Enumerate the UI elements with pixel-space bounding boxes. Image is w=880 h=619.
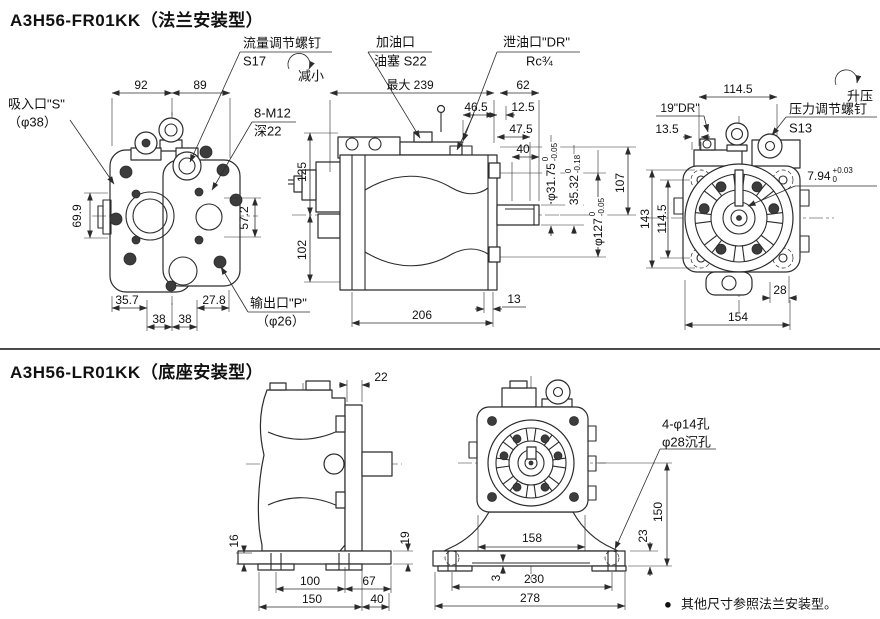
dim-150-right: 150 — [651, 501, 665, 523]
dim-28: 28 — [773, 283, 787, 297]
dim-40: 40 — [516, 142, 530, 156]
dim-114-5-top: 114.5 — [723, 82, 753, 96]
dim-143: 143 — [638, 208, 652, 230]
dim-27-8: 27.8 — [202, 293, 226, 307]
flow-screw-label: 流量调节螺钉 — [243, 35, 322, 51]
front-view-drawing — [92, 112, 258, 305]
dim-38-right: 38 — [178, 312, 192, 326]
dim-46-5: 46.5 — [464, 100, 488, 114]
dim-89: 89 — [193, 78, 207, 92]
rear-view-dimensions — [646, 69, 877, 330]
dim-150-base: 150 — [301, 592, 323, 606]
dim-102: 102 — [295, 239, 309, 261]
dim-57-2: 57.2 — [237, 206, 251, 230]
dim-154: 154 — [727, 310, 749, 324]
dim-3: 3 — [489, 574, 503, 582]
base-front-view-drawing — [432, 376, 627, 583]
note-bullet: ● — [664, 596, 672, 612]
base-section-title: A3H56-LR01KK（底座安装型） — [10, 363, 264, 382]
base-front-view-dimensions — [434, 448, 716, 610]
dim-67: 67 — [362, 574, 376, 588]
dim-35-7: 35.7 — [115, 293, 139, 307]
increase-label: 升压 — [847, 88, 874, 104]
dim-158: 158 — [521, 531, 543, 545]
oil-fill-label: 加油口 — [376, 34, 416, 50]
front-view-dimensions — [69, 51, 332, 331]
reference-note: 其他尺寸参照法兰安装型。 — [681, 596, 838, 612]
dim-38-left: 38 — [152, 312, 166, 326]
base-side-view-dimensions — [236, 380, 413, 611]
base-side-view-drawing — [237, 380, 402, 571]
dim-278: 278 — [519, 591, 541, 605]
suction-port-size: （φ38） — [8, 114, 57, 130]
pressure-screw-label: 压力调节螺钉 — [789, 101, 868, 117]
dim-100: 100 — [299, 574, 321, 588]
flange-section-title: A3H56-FR01KK（法兰安装型） — [10, 11, 264, 30]
side-view-dimensions — [304, 51, 636, 327]
dim-16: 16 — [227, 534, 241, 548]
flow-screw-code: S17 — [243, 53, 267, 69]
dim-19: 19 — [398, 531, 412, 545]
dim-22: 22 — [374, 370, 388, 384]
dim-max239: 最大 239 — [386, 78, 434, 92]
drain19-label: 19"DR" — [660, 101, 700, 115]
dim-13: 13 — [507, 292, 521, 306]
drain-thread-label: Rc¾ — [526, 53, 553, 69]
dim-40-base: 40 — [370, 592, 384, 606]
pressure-screw-code: S13 — [789, 120, 813, 136]
rear-view-drawing — [648, 116, 834, 312]
holes-counterbore-label: φ28沉孔 — [662, 434, 711, 450]
dim-62: 62 — [516, 78, 530, 92]
outlet-port-size: （φ26） — [256, 313, 305, 329]
dim-107: 107 — [613, 172, 627, 194]
dim-69-9: 69.9 — [70, 204, 84, 228]
dim-114-5-left: 114.5 — [655, 204, 669, 234]
dim-206: 206 — [411, 308, 433, 322]
mount-bolt-label: 8-M12 — [254, 105, 291, 121]
decrease-label: 减小 — [298, 68, 325, 84]
suction-port-label: 吸入口"S" — [8, 96, 65, 112]
dim-23: 23 — [636, 529, 650, 543]
side-view-drawing — [288, 104, 560, 291]
holes-label: 4-φ14孔 — [662, 416, 710, 432]
mount-bolt-depth: 深22 — [254, 123, 282, 139]
drain-port-label: 泄油口"DR" — [503, 34, 571, 50]
dim-12-5: 12.5 — [511, 100, 535, 114]
dim-47-5: 47.5 — [509, 122, 533, 136]
oil-plug-label: 油塞 S22 — [374, 53, 427, 69]
dim-92: 92 — [134, 78, 148, 92]
dim-125: 125 — [295, 161, 309, 183]
outlet-port-label: 输出口"P" — [250, 295, 307, 311]
dim-13-5: 13.5 — [655, 122, 679, 136]
dim-230: 230 — [523, 572, 545, 586]
